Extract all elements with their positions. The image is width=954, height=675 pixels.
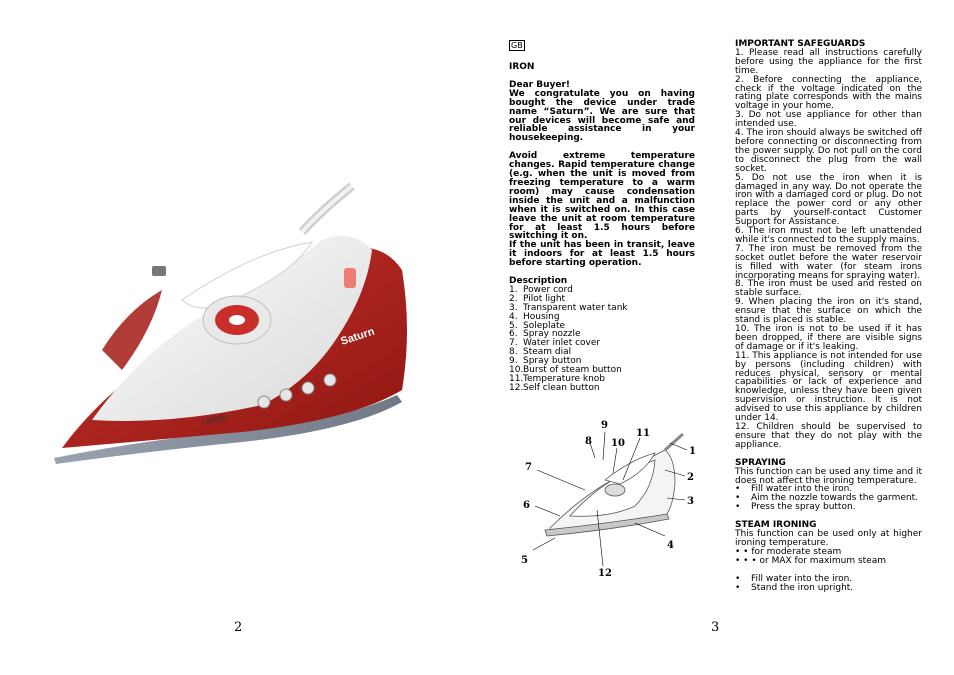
list-item: •Press the spray button. (735, 502, 856, 513)
section-heading-iron: IRON (509, 62, 535, 72)
safeguard-item: 8. The iron must be used and rested on s… (735, 279, 922, 299)
safeguard-item: 5. Do not use the iron when it is damage… (735, 172, 922, 228)
warning-transit: If the unit has been in transit, leave i… (509, 240, 695, 269)
language-tag: GB (509, 40, 525, 51)
column-left: GB IRON Dear Buyer! We congratulate you … (509, 40, 695, 393)
safeguard-item: 6. The iron must not be left unattended … (735, 226, 922, 245)
callout-10: 10 (611, 438, 625, 449)
list-item: 11.Temperature knob (509, 374, 606, 384)
callout-11: 11 (636, 428, 650, 439)
safeguard-item: 10. The iron is not to be used if it has… (735, 324, 922, 352)
safeguard-item: 4. The iron should always be switched of… (735, 128, 922, 174)
list-item: 12.Self clean button (509, 382, 600, 393)
list-item: •Stand the iron upright. (735, 582, 854, 593)
column-right: IMPORTANT SAFEGUARDS 1. Please read all … (735, 40, 922, 592)
list-item: 2.Pilot light (509, 293, 566, 304)
list-item: 7.Water inlet cover (509, 338, 601, 349)
description-list: 1.Power cord 2.Pilot light 3.Transparent… (509, 284, 695, 393)
safeguards-title: IMPORTANT SAFEGUARDS (735, 39, 866, 49)
page-number-left: 2 (234, 620, 243, 635)
description-title: Description (509, 276, 568, 287)
list-item: •Fill water into the iron. (735, 573, 853, 584)
callout-3: 3 (687, 496, 694, 507)
safeguard-item: 11. This appliance is not intended for u… (735, 350, 922, 424)
spraying-text: This function can be used any time and i… (735, 466, 922, 486)
list-item: 9.Spray button (509, 356, 582, 367)
steam-ironing-title: STEAM IRONING (735, 520, 817, 531)
callout-6: 6 (523, 500, 530, 511)
callout-9: 9 (601, 420, 608, 431)
list-item: 5.Soleplate (509, 320, 566, 331)
iron-parts-diagram: 1 2 3 4 5 6 7 8 9 10 11 12 (521, 420, 696, 579)
left-page: Saturn 2200Вт 2 (54, 182, 407, 635)
callout-2: 2 (687, 472, 694, 483)
callout-7: 7 (525, 462, 532, 473)
list-item: •Aim the nozzle towards the garment. (735, 493, 918, 504)
safeguard-item: 2. Before connecting the appliance, chec… (735, 74, 922, 112)
iron-product-photo: Saturn 2200Вт (54, 182, 407, 464)
list-item: 3.Transparent water tank (509, 302, 628, 313)
spraying-title: SPRAYING (735, 457, 786, 468)
steam-level: • • for moderate steam (735, 546, 842, 557)
list-item: 8.Steam dial (509, 347, 572, 358)
list-item: 4.Housing (509, 311, 560, 322)
safeguard-item: 7. The iron must be removed from the soc… (735, 243, 922, 281)
safeguard-item: 3. Do not use appliance for other than i… (735, 110, 922, 130)
callout-5: 5 (521, 555, 528, 566)
list-item: 1.Power cord (509, 284, 573, 295)
steam-level: • • • or MAX for maximum steam (735, 555, 887, 566)
right-page: GB IRON Dear Buyer! We congratulate you … (477, 0, 954, 675)
safeguard-item: 9. When placing the iron on it's stand, … (735, 297, 922, 326)
steam-ironing-text: This function can be used only at higher… (735, 529, 922, 548)
list-item: •Fill water into the iron. (735, 484, 853, 495)
safeguard-item: 12. Children should be supervised to ens… (735, 421, 922, 450)
callout-4: 4 (667, 540, 674, 551)
callout-1: 1 (689, 446, 696, 457)
warning-temperature: Avoid extreme temperature changes. Rapid… (509, 151, 695, 242)
intro-paragraph: We congratulate you on having bought the… (509, 88, 695, 144)
callout-8: 8 (585, 436, 592, 447)
safeguard-item: 1. Please read all instructions carefull… (735, 47, 922, 76)
list-item: 10.Burst of steam button (509, 365, 622, 376)
page-number-right: 3 (711, 620, 720, 635)
callout-12: 12 (598, 568, 612, 579)
greeting: Dear Buyer! (509, 79, 571, 90)
list-item: 6.Spray nozzle (509, 329, 581, 340)
